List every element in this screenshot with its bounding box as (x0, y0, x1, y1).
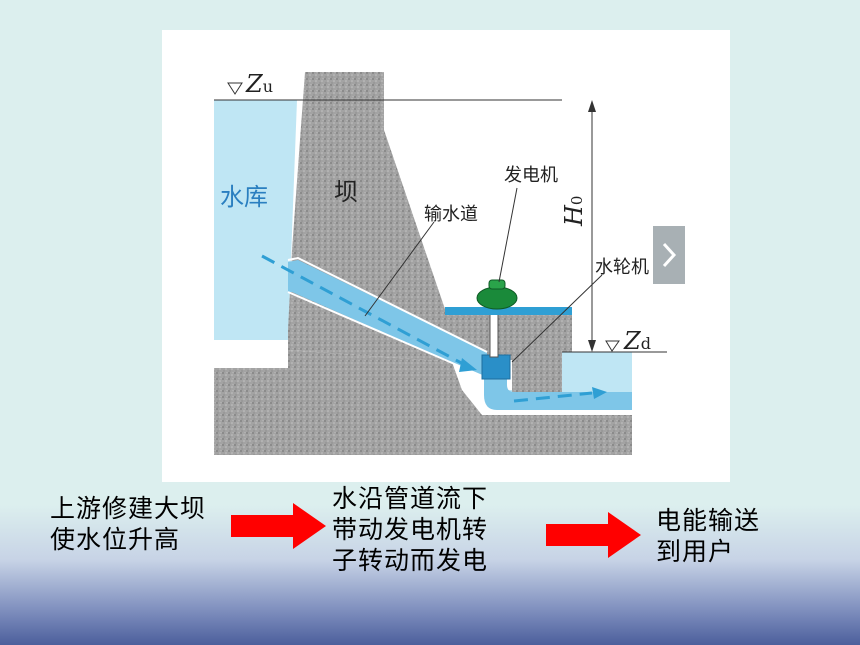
penstock-outline-top (287, 256, 488, 353)
penstock-label: 输水道 (424, 204, 478, 225)
step-3-line-2: 到用户 (656, 537, 735, 566)
downstream-level-marker (605, 340, 620, 352)
turbine-shaft (489, 312, 499, 358)
ground-rock (214, 350, 632, 455)
step-1-line-1: 上游修建大坝 (50, 494, 207, 523)
turbine (481, 354, 511, 380)
generator-cap (488, 279, 506, 290)
head-label: H0 (560, 196, 588, 227)
next-slide-button[interactable] (653, 226, 685, 284)
generator (476, 286, 518, 310)
turbine-label: 水轮机 (595, 257, 649, 278)
upstream-level-label: Zu (245, 70, 273, 98)
tailrace-flow-line (513, 391, 593, 403)
turbine-leader (511, 274, 603, 363)
step-2-text: 水沿管道流下 带动发电机转 子转动而发电 (332, 483, 488, 576)
dam-label: 坝 (334, 178, 358, 206)
hydropower-diagram: Zu Zd H0 水库 坝 输水道 发电机 水轮机 (214, 70, 667, 455)
step-3-text: 电能输送 到用户 (656, 505, 760, 567)
flow-arrow-2 (546, 512, 641, 558)
step-2-line-1: 水沿管道流下 (332, 484, 489, 513)
penstock-outline-bottom (287, 291, 488, 379)
generator-label: 发电机 (504, 165, 558, 186)
step-2-line-2: 带动发电机转 (332, 515, 489, 544)
flow-arrow-1-shape (231, 503, 326, 549)
upstream-level-marker (227, 82, 243, 95)
chevron-right-icon (662, 242, 677, 268)
step-1-text: 上游修建大坝 使水位升高 (50, 493, 206, 555)
generator-floor (445, 307, 572, 315)
step-3-line-1: 电能输送 (656, 506, 761, 535)
reservoir-label: 水库 (220, 183, 268, 211)
penstock-flow-arrowhead (459, 358, 477, 372)
step-1-line-2: 使水位升高 (50, 525, 181, 554)
penstock-flow-line (261, 254, 468, 368)
generator-leader (498, 187, 518, 283)
step-2-line-3: 子转动而发电 (332, 546, 489, 575)
head-arrow-bottom (588, 340, 596, 352)
flow-arrow-1 (231, 503, 326, 549)
tailrace-flow-arrowhead (592, 387, 607, 399)
penstock-leader (364, 221, 435, 317)
diagram-panel: Zu Zd H0 水库 坝 输水道 发电机 水轮机 (162, 30, 730, 482)
head-arrow-top (588, 100, 596, 112)
reservoir-water (214, 100, 297, 340)
downstream-level-label: Zd (623, 327, 651, 355)
flow-arrow-2-shape (546, 512, 641, 558)
